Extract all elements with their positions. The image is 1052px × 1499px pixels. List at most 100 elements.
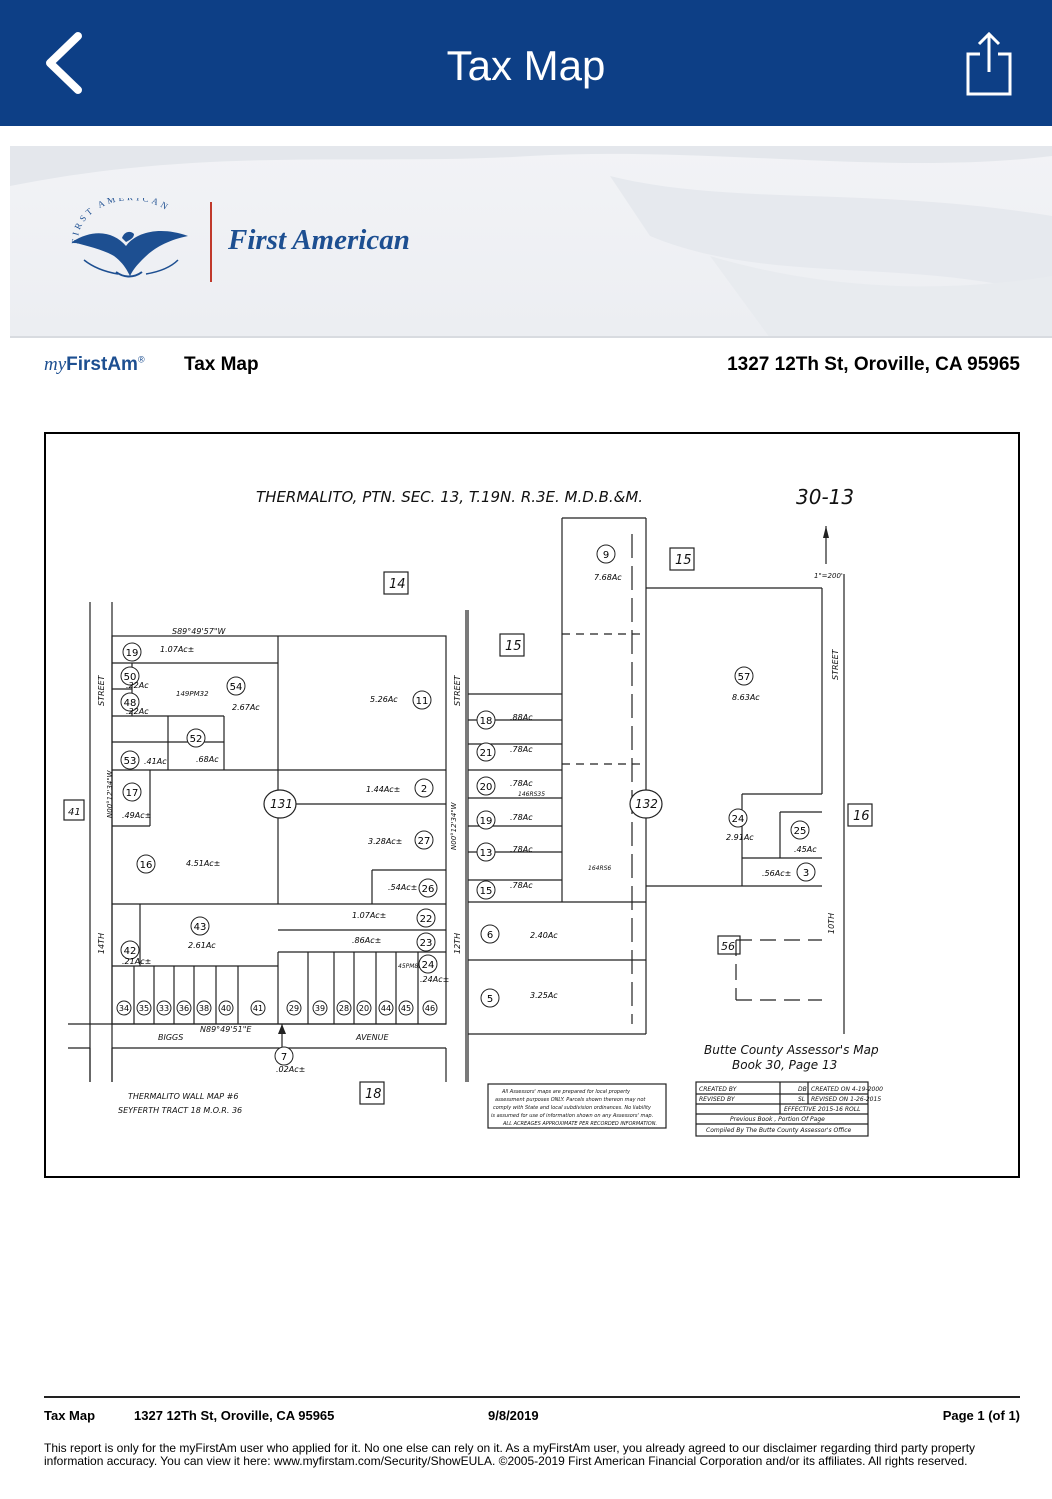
lot-number: 29	[289, 1004, 299, 1013]
parcel-acreage: .22Ac	[126, 707, 149, 716]
lot-number: 28	[339, 1004, 349, 1013]
lot-number: 20	[359, 1004, 369, 1013]
parcel-acreage: 2.67Ac	[232, 703, 260, 712]
logo-divider	[210, 202, 212, 282]
parcel-circle	[186, 728, 206, 748]
parcel-42[interactable]: 42.21Ac±	[120, 940, 151, 966]
parcel-number: 7	[281, 1052, 287, 1063]
parcel-number: 43	[194, 922, 207, 933]
parcel-circle	[476, 776, 496, 796]
parcel-9[interactable]: 97.68Ac	[594, 544, 622, 582]
parcel-circle	[418, 954, 438, 974]
lot-number: 45	[401, 1004, 411, 1013]
parcel-50[interactable]: 50.22Ac	[120, 666, 149, 690]
parcel-number: 42	[124, 946, 137, 957]
parcel-43[interactable]: 43 2.61Ac	[188, 916, 216, 950]
lot-circle	[336, 1000, 352, 1016]
parcel-circle	[416, 932, 436, 952]
parcel-48[interactable]: 48.22Ac	[120, 692, 149, 716]
first-american-logo-text: First American	[228, 224, 410, 256]
parcel-acreage: .78Ac	[510, 881, 533, 890]
parcel-52[interactable]: 52.68Ac	[186, 728, 219, 764]
wall-map-label: THERMALITO WALL MAP #6	[128, 1092, 238, 1101]
parcel-27[interactable]: 273.28Ac±	[368, 830, 434, 850]
parcel-3[interactable]: 3.56Ac±	[762, 862, 816, 882]
parcel-15[interactable]: 15.78Ac	[476, 880, 533, 900]
parcel-17[interactable]: 17.49Ac±	[122, 782, 151, 820]
parcel-22[interactable]: 221.07Ac±	[352, 908, 436, 928]
parcel-acreage: 1.44Ac±	[366, 785, 400, 794]
lot-circle	[250, 1000, 266, 1016]
parcel-acreage: .78Ac	[510, 845, 533, 854]
parcel-19[interactable]: 19.78Ac	[476, 810, 533, 830]
tax-map-frame[interactable]: THERMALITO, PTN. SEC. 13, T.19N. R.3E. M…	[44, 432, 1020, 1178]
parcel-acreage: 7.68Ac	[594, 573, 622, 582]
parcel-25[interactable]: 25.45Ac	[790, 820, 817, 854]
parcel-acreage: 2.91Ac	[726, 833, 754, 842]
parcel-acreage: 2.40Ac	[530, 931, 558, 940]
tax-map-drawing: THERMALITO, PTN. SEC. 13, T.19N. R.3E. M…	[63, 485, 883, 1137]
parcel-54[interactable]: 54 2.67Ac	[226, 676, 260, 712]
parcel-number: 19	[480, 816, 493, 827]
parcel-13[interactable]: 13.78Ac	[476, 842, 533, 862]
north-scale: 1"=200'	[814, 572, 843, 580]
report-document[interactable]: FIRST AMERICAN First American myFirstAm®…	[10, 146, 1052, 1499]
parcel-circle	[728, 808, 748, 828]
parcel-circle	[418, 878, 438, 898]
parcel-acreage: 8.63Ac	[732, 693, 760, 702]
report-title: Tax Map	[184, 354, 259, 375]
parcel-24[interactable]: 242.91Ac	[726, 808, 754, 842]
lot-number: 41	[253, 1004, 263, 1013]
parcel-11[interactable]: 115.26Ac	[370, 690, 432, 710]
parcel-21[interactable]: 21.78Ac	[476, 742, 533, 762]
parcel-circle	[790, 820, 810, 840]
parcel-number: 20	[480, 782, 493, 793]
bearing-label: N89°49'51"E	[200, 1025, 252, 1034]
parcel-number: 3	[803, 868, 809, 879]
footer-page: Page 1 (of 1)	[942, 1408, 1020, 1423]
parcel-number: 18	[480, 716, 493, 727]
street-label: BIGGS	[158, 1033, 183, 1042]
share-icon[interactable]	[962, 30, 1016, 98]
parcel-circle	[476, 742, 496, 762]
lot-number: 33	[159, 1004, 169, 1013]
parcel-circle	[190, 916, 210, 936]
parcel-57[interactable]: 578.63Ac	[732, 666, 760, 702]
parcel-acreage: 2.61Ac	[188, 941, 216, 950]
record-revised-on: REVISED ON 1-26-2015	[811, 1096, 881, 1103]
parcel-number: 54	[230, 682, 243, 693]
parcel-circle	[476, 710, 496, 730]
parcel-acreage: .02Ac±	[276, 1065, 305, 1074]
parcel-circle	[120, 692, 140, 712]
record-effective: EFFECTIVE 2015-16 ROLL	[784, 1106, 860, 1113]
parcel-20[interactable]: 20.78Ac	[476, 776, 533, 796]
parcel-acreage: 1.07Ac±	[160, 645, 194, 654]
parcel-number: 2	[421, 784, 427, 795]
myfirstam-prefix: my	[44, 354, 67, 375]
record-created-on: CREATED ON 4-19-2000	[811, 1086, 883, 1093]
lot-number: 40	[221, 1004, 231, 1013]
parcel-number: 25	[794, 826, 807, 837]
lot-circle	[286, 1000, 302, 1016]
report-footer: Tax Map 1327 12Th St, Oroville, CA 95965…	[44, 1408, 1020, 1428]
chevron-left-icon[interactable]	[40, 30, 90, 96]
parcel-circle	[122, 782, 142, 802]
parcel-7[interactable]: 7 .02Ac±	[274, 1046, 305, 1074]
ref-label: 146RS35	[518, 791, 545, 798]
parcel-53[interactable]: 53.41Ac	[120, 750, 167, 770]
parcel-23[interactable]: 23.86Ac±	[352, 932, 436, 952]
parcel-24[interactable]: 24.24Ac±	[418, 954, 449, 984]
parcel-26[interactable]: 26.54Ac±	[388, 878, 438, 898]
street-label: 14TH	[97, 933, 106, 954]
parcel-acreage: .41Ac	[144, 757, 167, 766]
parcel-18[interactable]: 18.88Ac	[476, 710, 533, 730]
parcel-2[interactable]: 2 1.44Ac±	[366, 778, 434, 798]
parcel-acreage: 5.26Ac	[370, 695, 398, 704]
report-header: myFirstAm® Tax Map 1327 12Th St, Orovill…	[44, 350, 1020, 382]
parcel-circle	[120, 940, 140, 960]
block-label: 15	[675, 553, 692, 568]
